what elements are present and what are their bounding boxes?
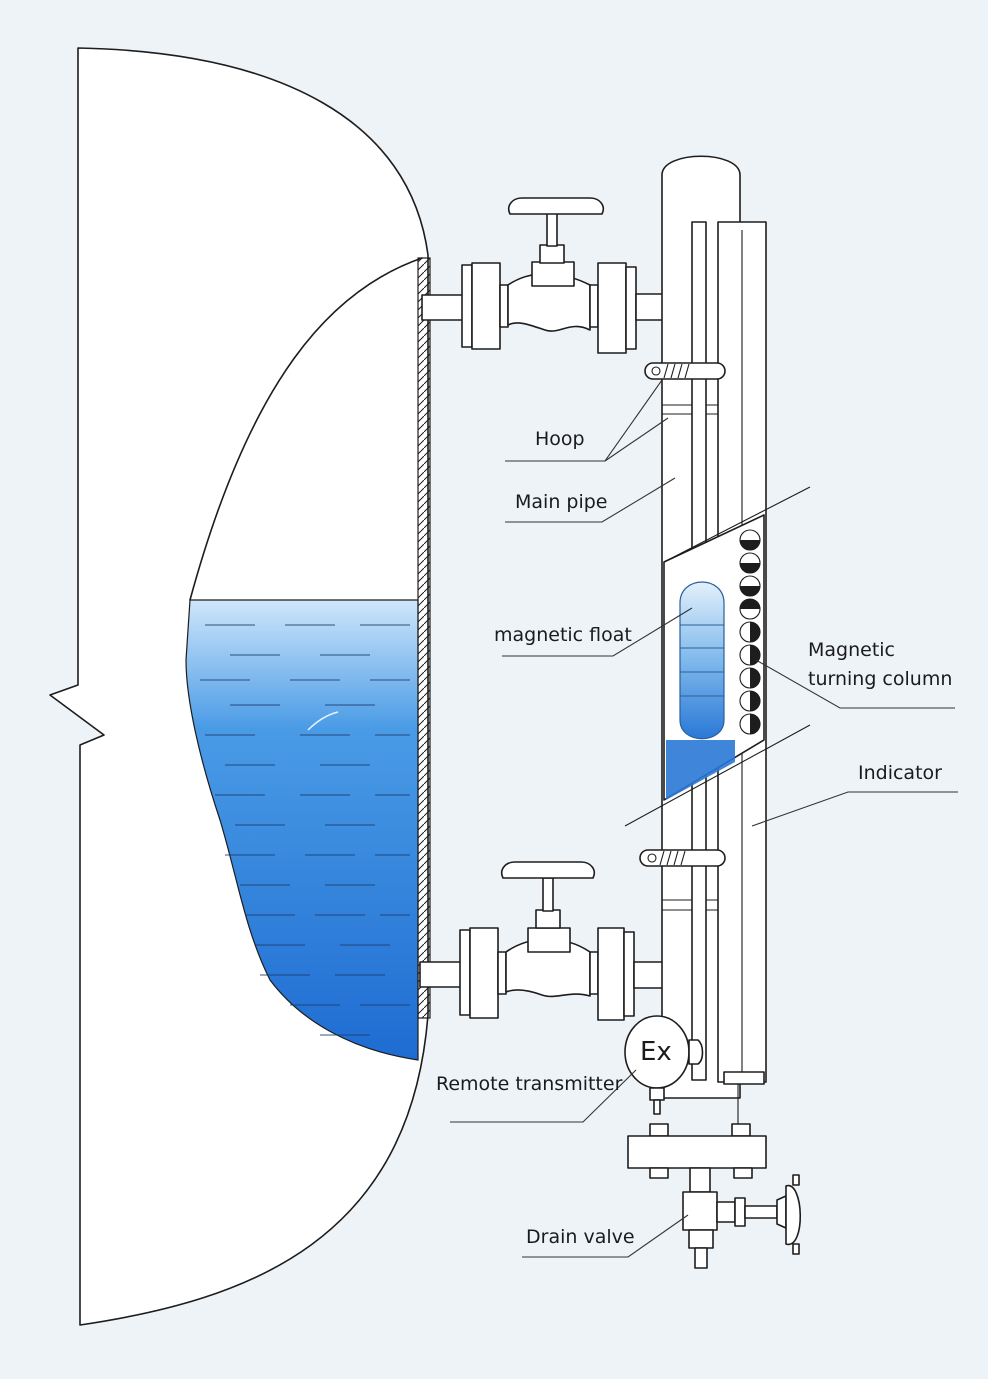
- cutaway-window: [624, 486, 811, 827]
- bottom-valve: [419, 861, 665, 1021]
- tank-inner-curve: [189, 257, 423, 601]
- hoop-lower: [639, 849, 726, 867]
- top-flange-right: [597, 262, 627, 354]
- label-magnetic-turning-column-1: Magnetic: [808, 639, 896, 661]
- label-magnetic-float: magnetic float: [494, 624, 632, 646]
- label-remote-transmitter: Remote transmitter: [436, 1073, 623, 1095]
- ex-mark: Ex: [640, 1037, 672, 1067]
- top-flange-left-bolt: [461, 264, 473, 348]
- label-indicator: Indicator: [858, 762, 942, 784]
- tank: [49, 47, 431, 1326]
- bottom-valve-handwheel: [500, 861, 596, 879]
- top-flange-left-neck: [499, 284, 509, 328]
- label-hoop: Hoop: [535, 428, 585, 450]
- tank-wall-hatched: [417, 257, 431, 1019]
- magnetic-float: [679, 581, 725, 740]
- bottom-valve-nut: [535, 909, 561, 929]
- top-valve: [421, 197, 667, 354]
- hoop-upper: [644, 362, 726, 380]
- top-valve-nut: [539, 244, 565, 264]
- indicator-end-cap: [723, 1071, 765, 1085]
- top-valve-bonnet: [531, 261, 575, 287]
- top-side-pipe: [635, 293, 667, 321]
- top-valve-stem: [546, 211, 558, 247]
- liquid-reflection: [307, 711, 339, 731]
- bottom-flange-left: [469, 927, 499, 1019]
- bottom-flange-left-bolt: [459, 929, 471, 1016]
- pipe-liquid: [666, 740, 735, 800]
- drain-valve-assembly: [627, 1123, 801, 1269]
- leader-lines: [450, 379, 958, 1258]
- top-flange-right-neck: [589, 284, 599, 328]
- bottom-valve-stem: [542, 877, 554, 912]
- top-flange-right-bolt: [625, 266, 637, 350]
- top-flange-left: [471, 262, 501, 350]
- bottom-valve-bonnet: [527, 927, 571, 953]
- bottom-flange-left-neck: [497, 951, 507, 995]
- label-magnetic-turning-column-2: turning column: [808, 668, 953, 690]
- main-pipe-assembly: [624, 155, 811, 1099]
- bottom-flange-right-bolt: [623, 931, 635, 1017]
- top-valve-handwheel: [507, 197, 605, 215]
- label-main-pipe: Main pipe: [515, 491, 608, 513]
- bottom-flange-right: [597, 927, 625, 1021]
- label-drain-valve: Drain valve: [526, 1226, 635, 1248]
- bottom-side-pipe: [633, 961, 665, 989]
- bottom-flange-right-neck: [589, 951, 599, 995]
- liquid-ripples: [200, 624, 410, 1036]
- remote-transmitter: [624, 1015, 739, 1124]
- turning-flaps: [739, 529, 761, 735]
